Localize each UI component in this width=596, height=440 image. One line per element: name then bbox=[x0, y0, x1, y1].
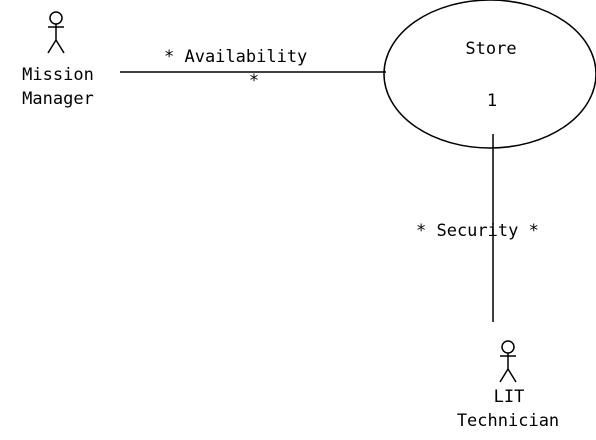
actor-name-line1: Mission bbox=[22, 65, 94, 85]
actor-lit-technician[interactable]: LIT Technician bbox=[457, 340, 559, 431]
actor-right-leg bbox=[507, 368, 517, 383]
actor-head bbox=[49, 11, 63, 25]
use-case-name: Store bbox=[465, 39, 516, 59]
actor-name-line2: Manager bbox=[22, 89, 94, 109]
actor-left-leg bbox=[47, 39, 57, 54]
association-security[interactable]: * Security * bbox=[416, 134, 539, 322]
stick-figure-icon bbox=[499, 340, 517, 383]
use-case-store[interactable]: Store 1 bbox=[383, 0, 596, 149]
actor-right-leg bbox=[55, 39, 65, 54]
use-case-ellipse bbox=[383, 0, 596, 149]
actor-name-line2: Technician bbox=[457, 411, 559, 431]
actor-left-leg bbox=[499, 368, 509, 383]
actor-head bbox=[501, 340, 515, 354]
actor-name-line1: LIT bbox=[494, 387, 525, 407]
association-multiplicity-availability: * bbox=[249, 71, 259, 91]
association-label-availability: * Availability bbox=[164, 47, 307, 67]
actor-mission-manager[interactable]: Mission Manager bbox=[22, 11, 94, 109]
association-label-security: * Security * bbox=[416, 221, 539, 241]
stick-figure-icon bbox=[47, 11, 65, 54]
use-case-multiplicity: 1 bbox=[487, 91, 497, 111]
association-availability[interactable]: * Availability * bbox=[120, 47, 386, 91]
